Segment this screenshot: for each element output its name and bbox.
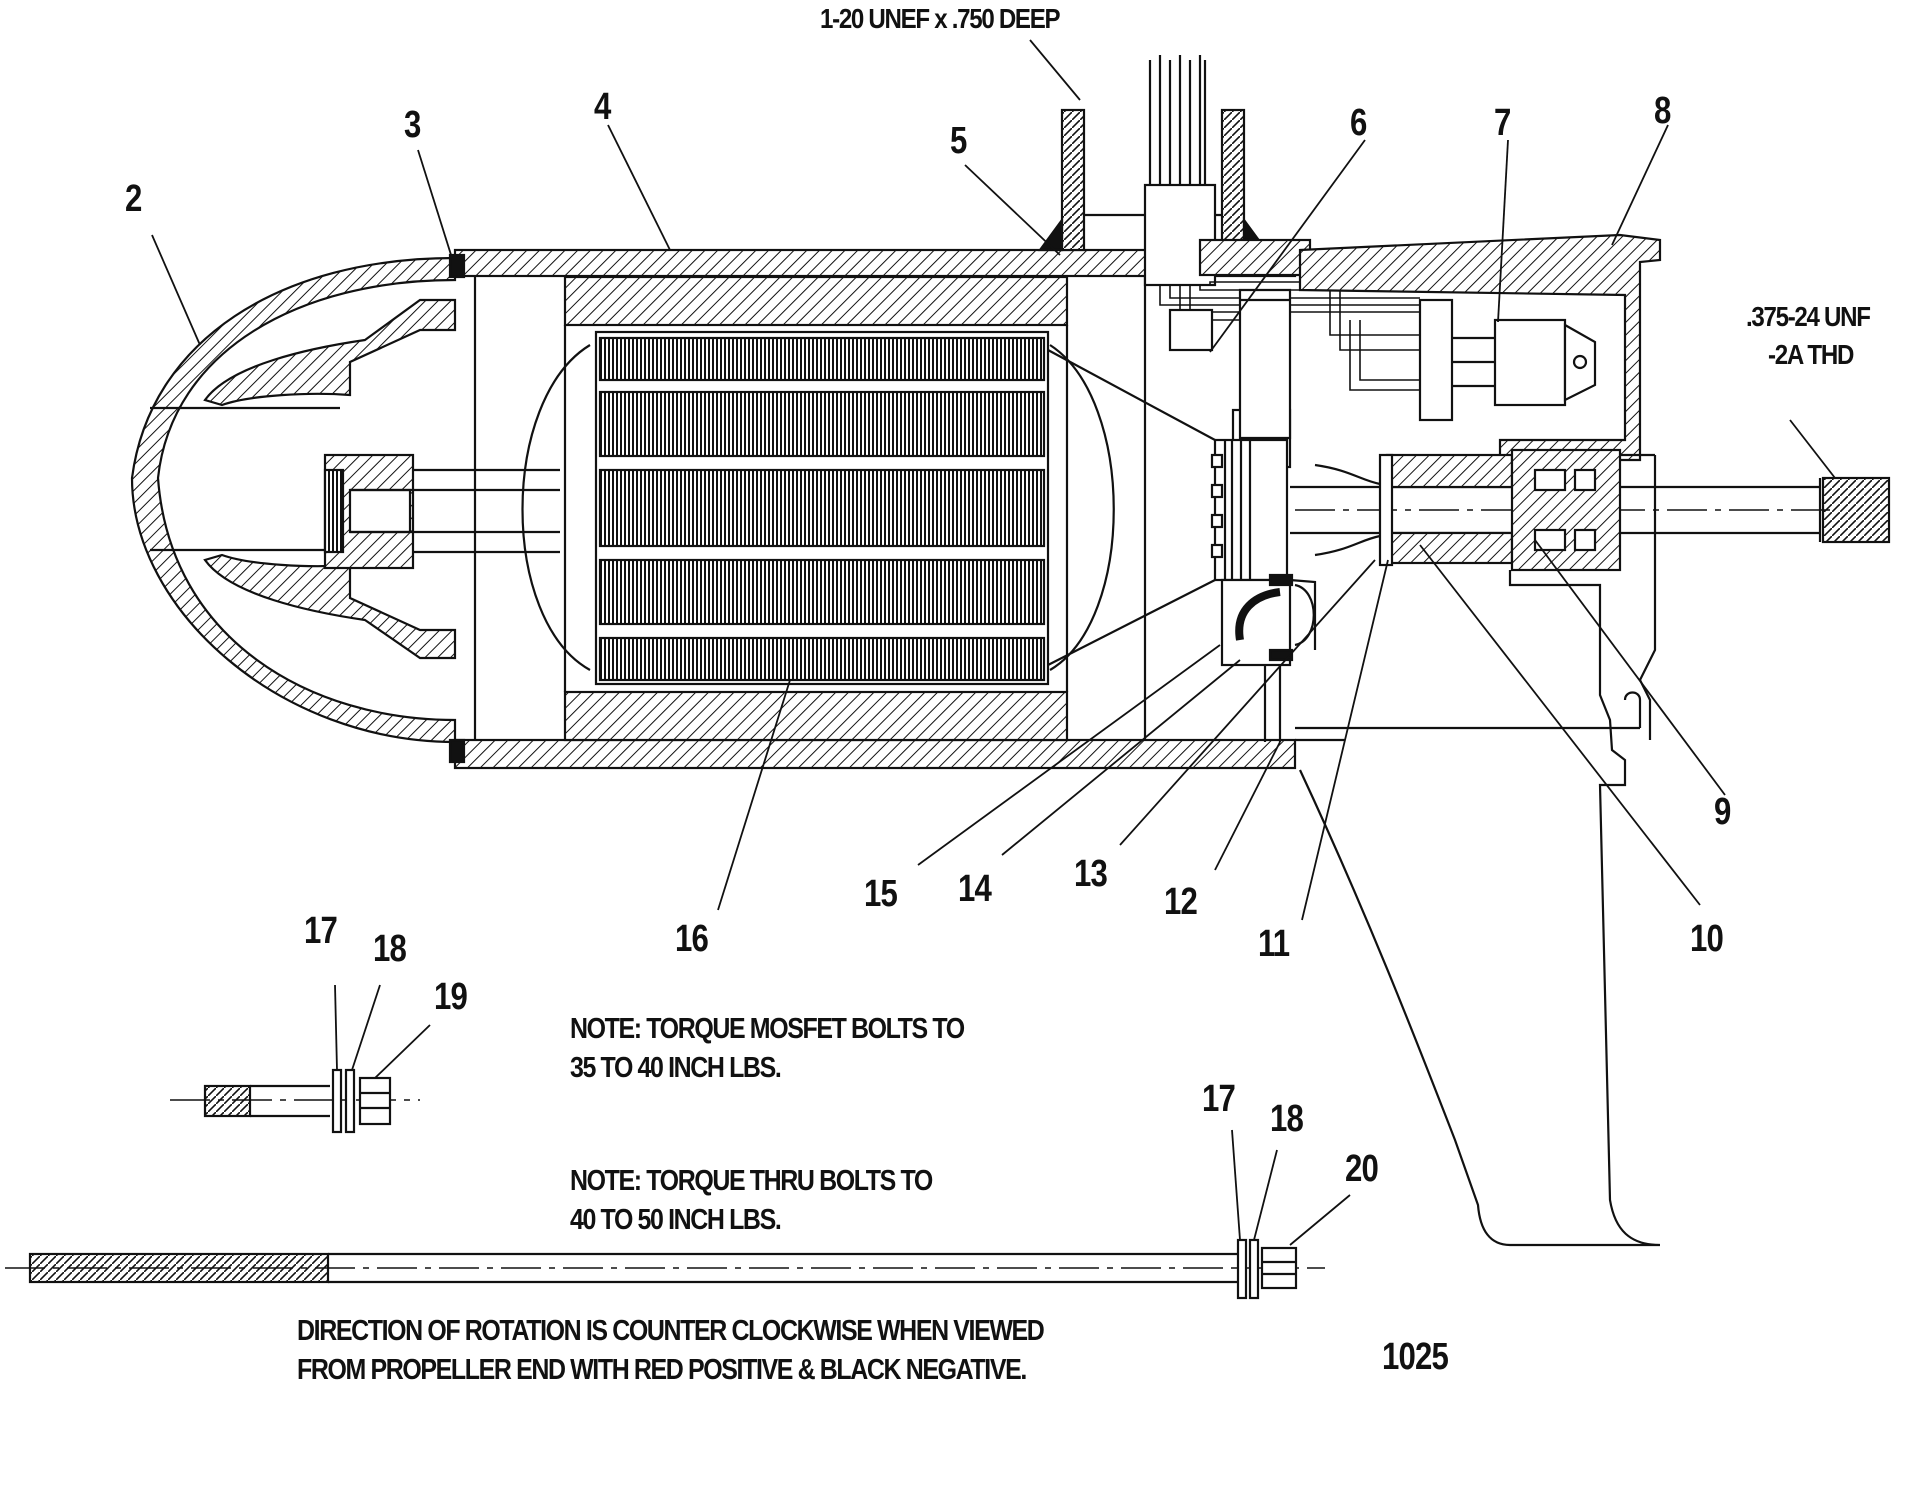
- callout-12: 12: [1164, 881, 1198, 923]
- drawing-number: 1025: [1382, 1336, 1449, 1378]
- controller: [1168, 233, 1662, 469]
- skeg-fin: [1295, 570, 1661, 1247]
- mosfet-torque-note: NOTE: TORQUE MOSFET BOLTS TO 35 TO 40 IN…: [570, 1010, 965, 1088]
- thru-bolt-torque-note-line-2: 40 TO 50 INCH LBS.: [570, 1204, 782, 1237]
- callout-19: 19: [434, 976, 468, 1018]
- mosfet-torque-note-line-1: NOTE: TORQUE MOSFET BOLTS TO: [570, 1013, 965, 1045]
- callout-18-thru: 18: [1270, 1098, 1304, 1140]
- thru-bolt-torque-note-line-1: NOTE: TORQUE THRU BOLTS TO: [570, 1165, 933, 1197]
- mosfet-bolt: [170, 1068, 420, 1134]
- callout-18-mosfet: 18: [373, 928, 407, 970]
- callout-3: 3: [404, 104, 421, 146]
- callout-13: 13: [1074, 853, 1108, 895]
- housing-tube: [448, 248, 1297, 770]
- top-thread-spec: 1-20 UNEF x .750 DEEP: [820, 3, 1061, 34]
- callout-4: 4: [594, 86, 611, 128]
- callout-5: 5: [950, 120, 967, 162]
- shaft-thread-spec-line-2: -2A THD: [1768, 339, 1854, 370]
- callout-14: 14: [958, 868, 992, 910]
- rotation-direction-note-line-1: DIRECTION OF ROTATION IS COUNTER CLOCKWI…: [297, 1315, 1045, 1347]
- callout-17-mosfet: 17: [304, 910, 338, 952]
- callout-2: 2: [125, 178, 142, 220]
- top-thread-port: [1037, 55, 1269, 287]
- callout-6: 6: [1350, 102, 1367, 144]
- callout-8: 8: [1654, 90, 1671, 132]
- armature: [521, 330, 1216, 686]
- rotation-direction-note-line-2: FROM PROPELLER END WITH RED POSITIVE & B…: [297, 1354, 1027, 1387]
- through-bolt: [5, 1238, 1325, 1300]
- callout-15: 15: [864, 873, 898, 915]
- callout-7: 7: [1494, 102, 1511, 144]
- shaft-thread-spec-line-1: .375-24 UNF: [1746, 301, 1871, 332]
- mosfet-torque-note-line-2: 35 TO 40 INCH LBS.: [570, 1052, 782, 1085]
- rotation-direction-note: DIRECTION OF ROTATION IS COUNTER CLOCKWI…: [297, 1312, 1045, 1390]
- callout-16: 16: [675, 918, 709, 960]
- leader-lines: [151, 39, 1836, 1246]
- callout-9: 9: [1714, 791, 1731, 833]
- callout-10: 10: [1690, 918, 1724, 960]
- stator-magnets: [563, 275, 1069, 742]
- nose-cone: [130, 256, 457, 744]
- front-bearing: [323, 453, 560, 570]
- callout-17-thru: 17: [1202, 1078, 1236, 1120]
- output-shaft: [1290, 448, 1891, 572]
- thru-bolt-torque-note: NOTE: TORQUE THRU BOLTS TO 40 TO 50 INCH…: [570, 1162, 933, 1240]
- callout-11: 11: [1258, 923, 1290, 965]
- callout-20: 20: [1345, 1148, 1379, 1190]
- commutator: [1210, 438, 1317, 742]
